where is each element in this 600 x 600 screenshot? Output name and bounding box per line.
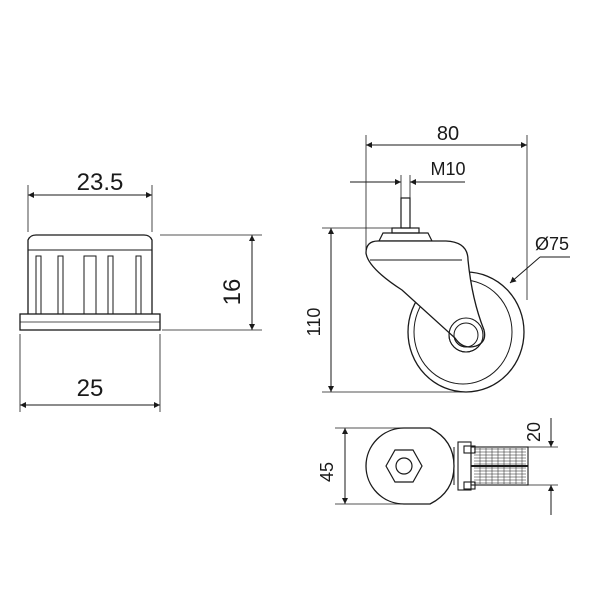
dim-insert-height-label: 16 (219, 279, 246, 306)
dim-caster-width: 80 (365, 123, 528, 300)
dim-wheel-thickness-label: 20 (524, 422, 544, 442)
dim-wheel-diameter-label: Ø75 (535, 234, 569, 254)
dim-wheel-diameter: Ø75 (509, 234, 570, 284)
dim-insert-width-label: 23.5 (77, 169, 124, 196)
dim-caster-height-label: 110 (304, 308, 324, 337)
caster-hex-nut (385, 449, 423, 483)
dim-bottom-width: 45 (317, 427, 404, 505)
dim-insert-width: 23.5 (27, 169, 153, 232)
dim-wheel-thickness: 20 (524, 418, 558, 515)
dim-insert-base-width-label: 25 (77, 375, 104, 402)
caster-top-view: 45 20 (317, 418, 558, 515)
tube-insert-ribs (28, 249, 152, 315)
caster-wheel-tread (457, 441, 529, 491)
caster-fork-bracket (365, 240, 486, 353)
caster-threaded-stem (378, 197, 433, 242)
dim-bottom-width-label: 45 (317, 462, 337, 482)
dim-caster-height: 110 (304, 227, 466, 393)
dim-thread: M10 (350, 159, 466, 198)
dim-insert-height: 16 (160, 234, 262, 331)
dim-caster-width-label: 80 (437, 123, 459, 145)
caster-top-plate (365, 427, 455, 505)
caster-side-view: 80 M10 Ø75 110 (304, 123, 570, 393)
dim-thread-label: M10 (430, 159, 465, 179)
dim-insert-base-width: 25 (19, 334, 161, 412)
tube-insert-view: 23.5 16 25 (19, 169, 262, 412)
